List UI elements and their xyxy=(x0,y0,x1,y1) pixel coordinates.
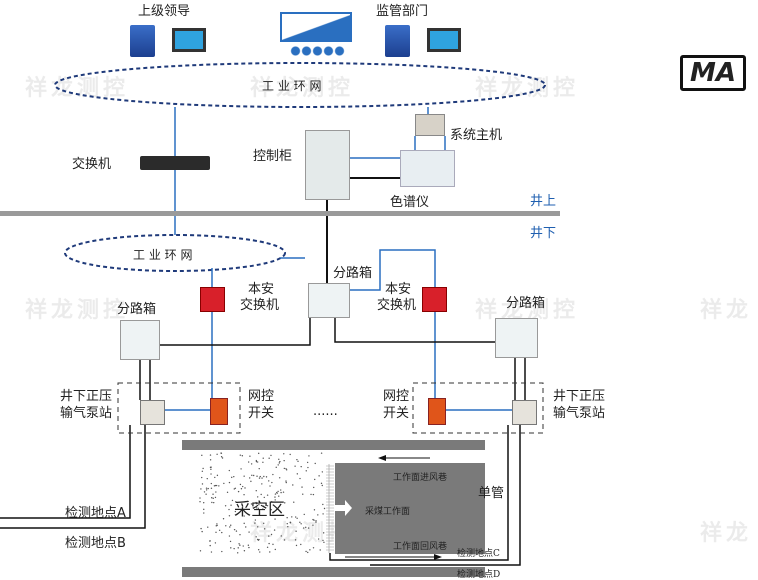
junction-box-icon xyxy=(495,318,538,358)
point-b-label: 检测地点B xyxy=(65,536,126,551)
underground-label: 井下 xyxy=(530,226,557,241)
point-a-label: 检测地点A xyxy=(65,506,126,521)
net-switch-label-left: 网控开关 xyxy=(248,389,275,421)
safe-switch-icon xyxy=(422,287,447,312)
server-icon xyxy=(385,25,410,57)
network-switch-icon xyxy=(140,156,210,170)
host-label: 系统主机 xyxy=(450,128,503,143)
supervisor-label: 监管部门 xyxy=(376,4,429,19)
single-pipe-label: 单管 xyxy=(478,486,505,501)
goaf-label: 采空区 xyxy=(234,500,285,520)
watermark: 祥龙测控 xyxy=(25,76,130,101)
switch-label: 交换机 xyxy=(72,157,112,172)
watermark: 祥龙测控 xyxy=(250,76,355,101)
watermark: 祥龙测控 xyxy=(25,298,130,323)
control-cabinet-icon xyxy=(305,130,350,200)
junction-box-icon xyxy=(308,283,350,318)
cabinet-label: 控制柜 xyxy=(253,149,293,164)
pump-icon xyxy=(512,400,537,425)
users-icon xyxy=(290,44,345,58)
net-switch-icon xyxy=(210,398,228,425)
chromatograph-label: 色谱仪 xyxy=(390,195,430,210)
monitor-icon xyxy=(427,28,461,52)
monitor-icon xyxy=(172,28,206,52)
safe-switch-label-right: 本安交换机 xyxy=(377,282,417,313)
safe-switch-icon xyxy=(200,287,225,312)
watermark: 祥龙 xyxy=(700,521,753,546)
intake-airway-label: 工作面进风巷 xyxy=(393,473,448,483)
return-airway-label: 工作面回风巷 xyxy=(393,542,448,552)
watermark: 祥龙测控 xyxy=(250,521,355,546)
display-wall-icon xyxy=(280,12,352,42)
junction-box-label: 分路箱 xyxy=(117,302,157,317)
host-computer-icon xyxy=(415,114,445,136)
industrial-network-label: 工 业 环 网 xyxy=(262,79,322,93)
point-c-label: 检测地点C xyxy=(457,549,500,559)
net-switch-icon xyxy=(428,398,446,425)
industrial-network-label: 工 业 环 网 xyxy=(133,248,193,262)
coal-face-label: 采煤工作面 xyxy=(365,507,411,517)
ellipsis: ...... xyxy=(313,404,338,419)
pump-icon xyxy=(140,400,165,425)
watermark: 祥龙 xyxy=(700,298,753,323)
net-switch-label-right: 网控开关 xyxy=(383,389,410,421)
junction-box-icon xyxy=(120,320,160,360)
above-ground-label: 井上 xyxy=(530,194,557,209)
junction-box-label: 分路箱 xyxy=(506,296,546,311)
chromatograph-icon xyxy=(400,150,455,187)
leader-label: 上级领导 xyxy=(138,4,191,19)
pump-station-label-left: 井下正压输气泵站 xyxy=(60,389,113,421)
junction-box-label: 分路箱 xyxy=(333,266,373,281)
safe-switch-label-left: 本安交换机 xyxy=(240,282,280,313)
point-d-label: 检测地点D xyxy=(457,570,501,580)
pump-station-label-right: 井下正压输气泵站 xyxy=(553,389,606,421)
watermark: 祥龙测控 xyxy=(475,76,580,101)
server-icon xyxy=(130,25,155,57)
ma-logo: MA xyxy=(680,55,746,91)
